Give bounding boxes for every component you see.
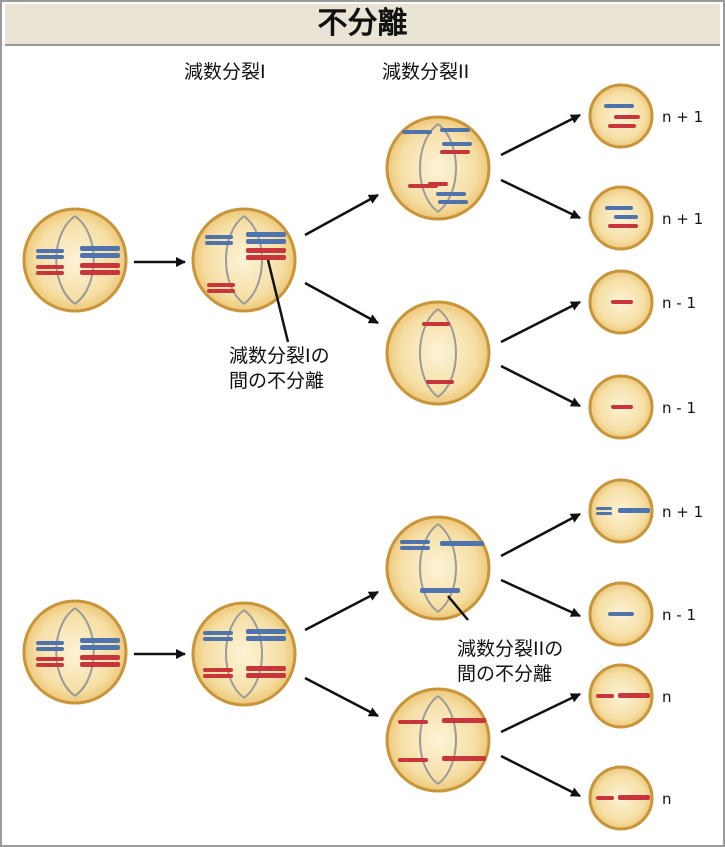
top-gamete-2-label: n + 1 xyxy=(662,210,703,228)
top-gamete-2 xyxy=(588,185,654,251)
arrow-bottom-3a xyxy=(500,512,581,558)
bottom-gamete-1 xyxy=(588,478,654,544)
arrow-top-3b xyxy=(500,178,581,220)
bottom-meiosis2-lower-cell xyxy=(385,687,491,793)
arrow-bottom-3d xyxy=(500,754,581,798)
nondisjunction-1-pointer xyxy=(266,259,290,343)
bottom-gamete-2 xyxy=(588,581,654,647)
red-chromosome-pair xyxy=(36,263,120,275)
arrow-top-3a xyxy=(500,113,581,157)
bottom-gamete-2-label: n - 1 xyxy=(662,606,696,624)
bottom-gamete-4-label: n xyxy=(662,790,672,808)
bottom-gamete-4 xyxy=(588,765,654,831)
bottom-parent-cell xyxy=(22,599,128,705)
arrow-bottom-2b xyxy=(304,676,379,718)
top-meiosis1-cell xyxy=(191,207,297,313)
nondisjunction-1-label-line1: 減数分裂Iの xyxy=(229,345,330,367)
blue-chromosome-pair xyxy=(36,246,120,259)
bottom-gamete-3-label: n xyxy=(662,688,672,706)
arrow-top-3d xyxy=(500,364,581,408)
blue-chromosomes xyxy=(205,232,286,245)
bottom-meiosis1-cell xyxy=(191,601,297,707)
top-gamete-4 xyxy=(588,374,654,440)
nondisjunction-2-pointer xyxy=(447,595,469,621)
header-meiosis-1: 減数分裂I xyxy=(184,61,266,83)
top-parent-cell xyxy=(22,207,128,313)
arrow-bottom-2a xyxy=(304,590,379,632)
arrow-bottom-3b xyxy=(500,578,581,618)
top-gamete-3-label: n - 1 xyxy=(662,294,696,312)
nondisjunction-1-label-line2: 間の不分離 xyxy=(229,370,324,392)
nondisjunction-2-label-line1: 減数分裂IIの xyxy=(457,638,563,660)
top-gamete-3 xyxy=(588,269,654,335)
bottom-gamete-3 xyxy=(588,663,654,729)
red-chromosomes xyxy=(207,248,286,293)
bottom-meiosis2-upper-cell xyxy=(385,515,491,621)
top-meiosis2-lower-cell xyxy=(385,300,491,406)
top-meiosis2-upper-cell xyxy=(385,115,491,221)
top-gamete-1-label: n + 1 xyxy=(662,108,703,126)
nondisjunction-2-label-line2: 間の不分離 xyxy=(457,663,552,685)
title-bar: 不分離 xyxy=(5,4,720,46)
figure-title: 不分離 xyxy=(317,6,408,41)
top-gamete-1 xyxy=(588,83,654,149)
arrow-top-3c xyxy=(500,300,581,344)
arrow-top-2a xyxy=(304,193,379,237)
header-meiosis-2: 減数分裂II xyxy=(382,61,469,83)
top-gamete-4-label: n - 1 xyxy=(662,399,696,417)
arrow-bottom-3c xyxy=(500,692,581,734)
bottom-gamete-1-label: n + 1 xyxy=(662,503,703,521)
arrow-top-2b xyxy=(304,281,379,325)
